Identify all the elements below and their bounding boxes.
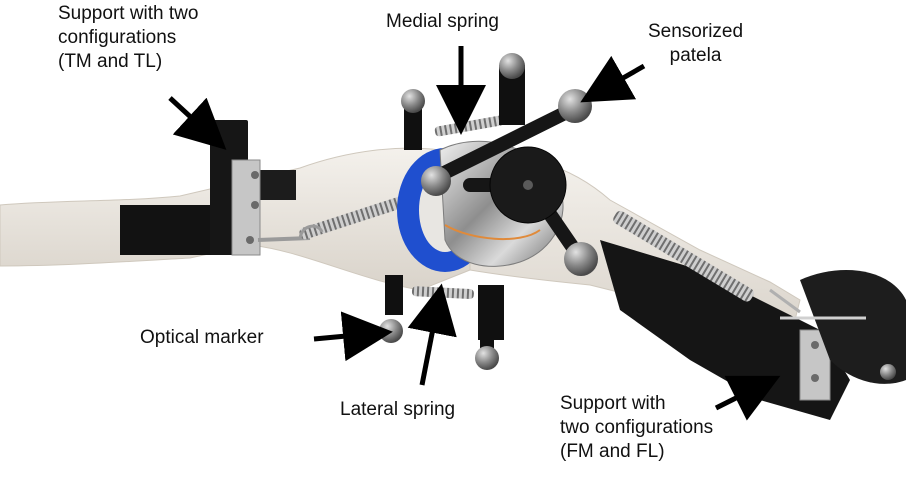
label-line: two configurations <box>560 417 714 438</box>
arrow-lateral-spring <box>407 283 457 386</box>
arrow-optical-marker <box>313 311 393 362</box>
label-line: Support with <box>560 393 666 414</box>
label-line: (FM and FL) <box>560 441 665 462</box>
label-line: patela <box>669 45 722 66</box>
arrow-support-fm <box>714 375 781 421</box>
optical-marker <box>475 346 499 370</box>
arrow-support-tm <box>168 96 227 150</box>
marker-posts <box>385 65 525 360</box>
label-line: Lateral spring <box>340 399 456 420</box>
label-support-tm-tl: Support with two configurations (TM and … <box>58 2 198 74</box>
lateral-long-spring <box>299 193 415 240</box>
optical-marker <box>401 89 425 113</box>
optical-marker <box>379 319 403 343</box>
optical-marker <box>880 364 896 380</box>
optical-marker <box>564 242 598 276</box>
label-medial-spring: Medial spring <box>386 10 499 34</box>
label-line: (TM and TL) <box>58 51 163 72</box>
optical-marker <box>499 53 525 79</box>
label-support-fm-fl: Support with two configurations (FM and … <box>560 392 713 464</box>
label-line: configurations <box>58 27 177 48</box>
label-optical-marker: Optical marker <box>140 326 264 350</box>
medial-spring <box>434 115 505 137</box>
annotation-arrows <box>168 46 781 421</box>
label-lateral-spring: Lateral spring <box>340 398 455 422</box>
femoral-spring <box>613 210 754 302</box>
lateral-spring <box>411 286 474 300</box>
optical-marker <box>421 166 451 196</box>
label-line: Optical marker <box>140 327 264 348</box>
label-line: Medial spring <box>386 11 499 32</box>
arrow-sensorized-patela <box>580 55 646 103</box>
support-fm-bracket <box>600 240 906 420</box>
support-tm-bracket <box>120 120 311 256</box>
label-line: Support with two <box>58 3 199 24</box>
label-line: Sensorized <box>648 21 744 42</box>
optical-marker <box>558 89 592 123</box>
label-sensorized-patela: Sensorized patela <box>648 20 743 68</box>
